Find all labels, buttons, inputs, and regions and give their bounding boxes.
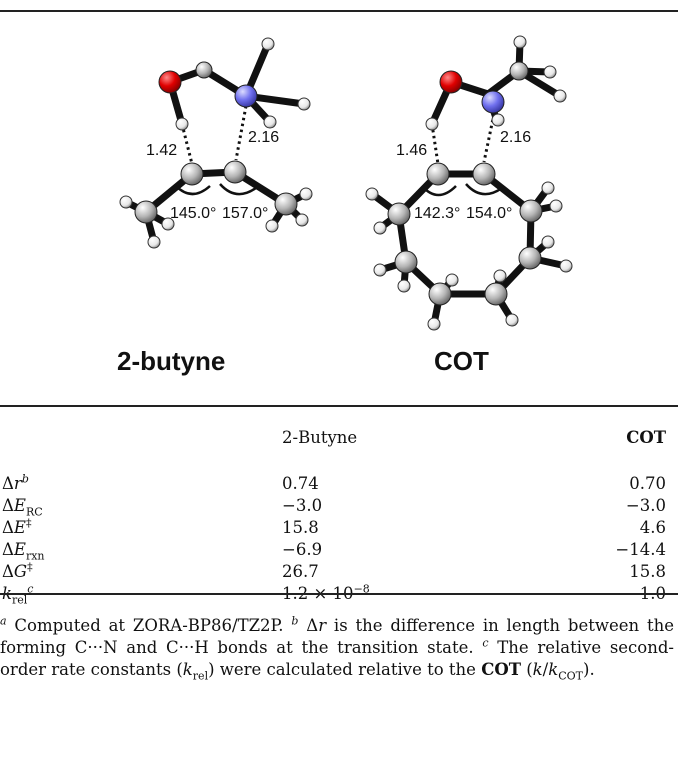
cot-molecule: 1.46 2.16 142.3° 154.0° — [365, 35, 573, 331]
nitrogen-atom — [481, 90, 505, 114]
molecule-figure: 1.42 2.16 145.0° 157.0° — [0, 14, 678, 386]
table-header-row: 2-Butyne COT — [0, 417, 678, 459]
cot-angle-2: 154.0° — [466, 205, 512, 222]
table-row: ΔE‡ 15.8 4.6 — [2, 516, 666, 538]
header-2-butyne: 2-Butyne — [282, 428, 358, 447]
oxygen-atom — [439, 70, 463, 94]
header-cot: COT — [626, 428, 666, 447]
table-top-rule — [0, 405, 678, 407]
table-row: Δrb 0.74 0.70 — [2, 472, 666, 494]
energy-table: 2-Butyne COT Δrb 0.74 0.70 ΔERC −3.0 −3.… — [0, 417, 678, 605]
butyne-distance-cn: 2.16 — [248, 129, 279, 146]
table-bottom-rule — [0, 593, 678, 595]
cot-label: COT — [434, 346, 489, 376]
cot-distance-oh: 1.46 — [396, 142, 427, 159]
cot-distance-cn: 2.16 — [500, 129, 531, 146]
butyne-label: 2-butyne — [117, 346, 226, 376]
table-footnotes: a Computed at ZORA-BP86/TZ2P. b Δr is th… — [0, 614, 674, 683]
oxygen-atom — [158, 70, 182, 94]
table-row: ΔErxn −6.9 −14.4 — [2, 540, 666, 563]
top-rule — [0, 10, 678, 12]
butyne-angle-2: 157.0° — [222, 205, 268, 222]
cot-angle-1: 142.3° — [414, 205, 460, 222]
table-row: ΔERC −3.0 −3.0 — [2, 496, 666, 519]
nitrogen-atom — [234, 84, 258, 108]
butyne-molecule: 1.42 2.16 145.0° 157.0° — [119, 37, 313, 249]
butyne-angle-1: 145.0° — [170, 205, 216, 222]
table-row: ΔG‡ 26.7 15.8 — [2, 560, 666, 582]
butyne-distance-oh: 1.42 — [146, 142, 177, 159]
